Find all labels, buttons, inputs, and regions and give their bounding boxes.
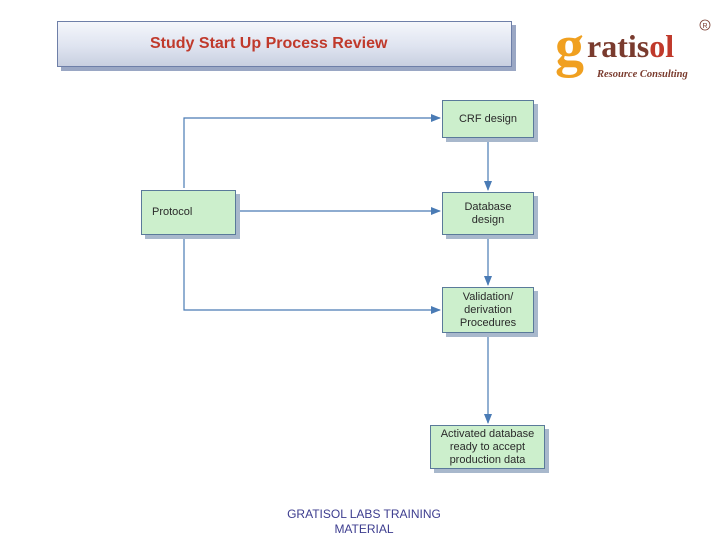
crf-design-box: CRF design: [442, 100, 534, 138]
protocol-box: Protocol: [141, 190, 236, 235]
activated-database-box: Activated database ready to accept produ…: [430, 425, 545, 469]
connector-protocol-to-crf: [183, 114, 441, 188]
database-design-box: Database design: [442, 192, 534, 235]
footer-text: GRATISOL LABS TRAINING MATERIAL: [287, 507, 441, 536]
title-bar: Study Start Up Process Review: [57, 21, 512, 67]
registered-mark: R: [703, 23, 708, 30]
logo-g-letter: g: [555, 17, 584, 78]
logo-wordmark: ratisol: [587, 28, 674, 64]
logo-wordmark-middle: ratis: [587, 28, 649, 64]
validation-procedures-box: Validation/ derivation Procedures: [442, 287, 534, 333]
connector-protocol-to-validation: [183, 238, 441, 314]
logo-tagline: Resource Consulting: [596, 69, 688, 80]
logo-wordmark-suffix: ol: [649, 28, 674, 64]
registered-mark-circle: [699, 19, 711, 31]
page-title: Study Start Up Process Review: [150, 35, 388, 52]
gratisol-logo: g ratisol R Resource Consulting: [555, 17, 711, 80]
